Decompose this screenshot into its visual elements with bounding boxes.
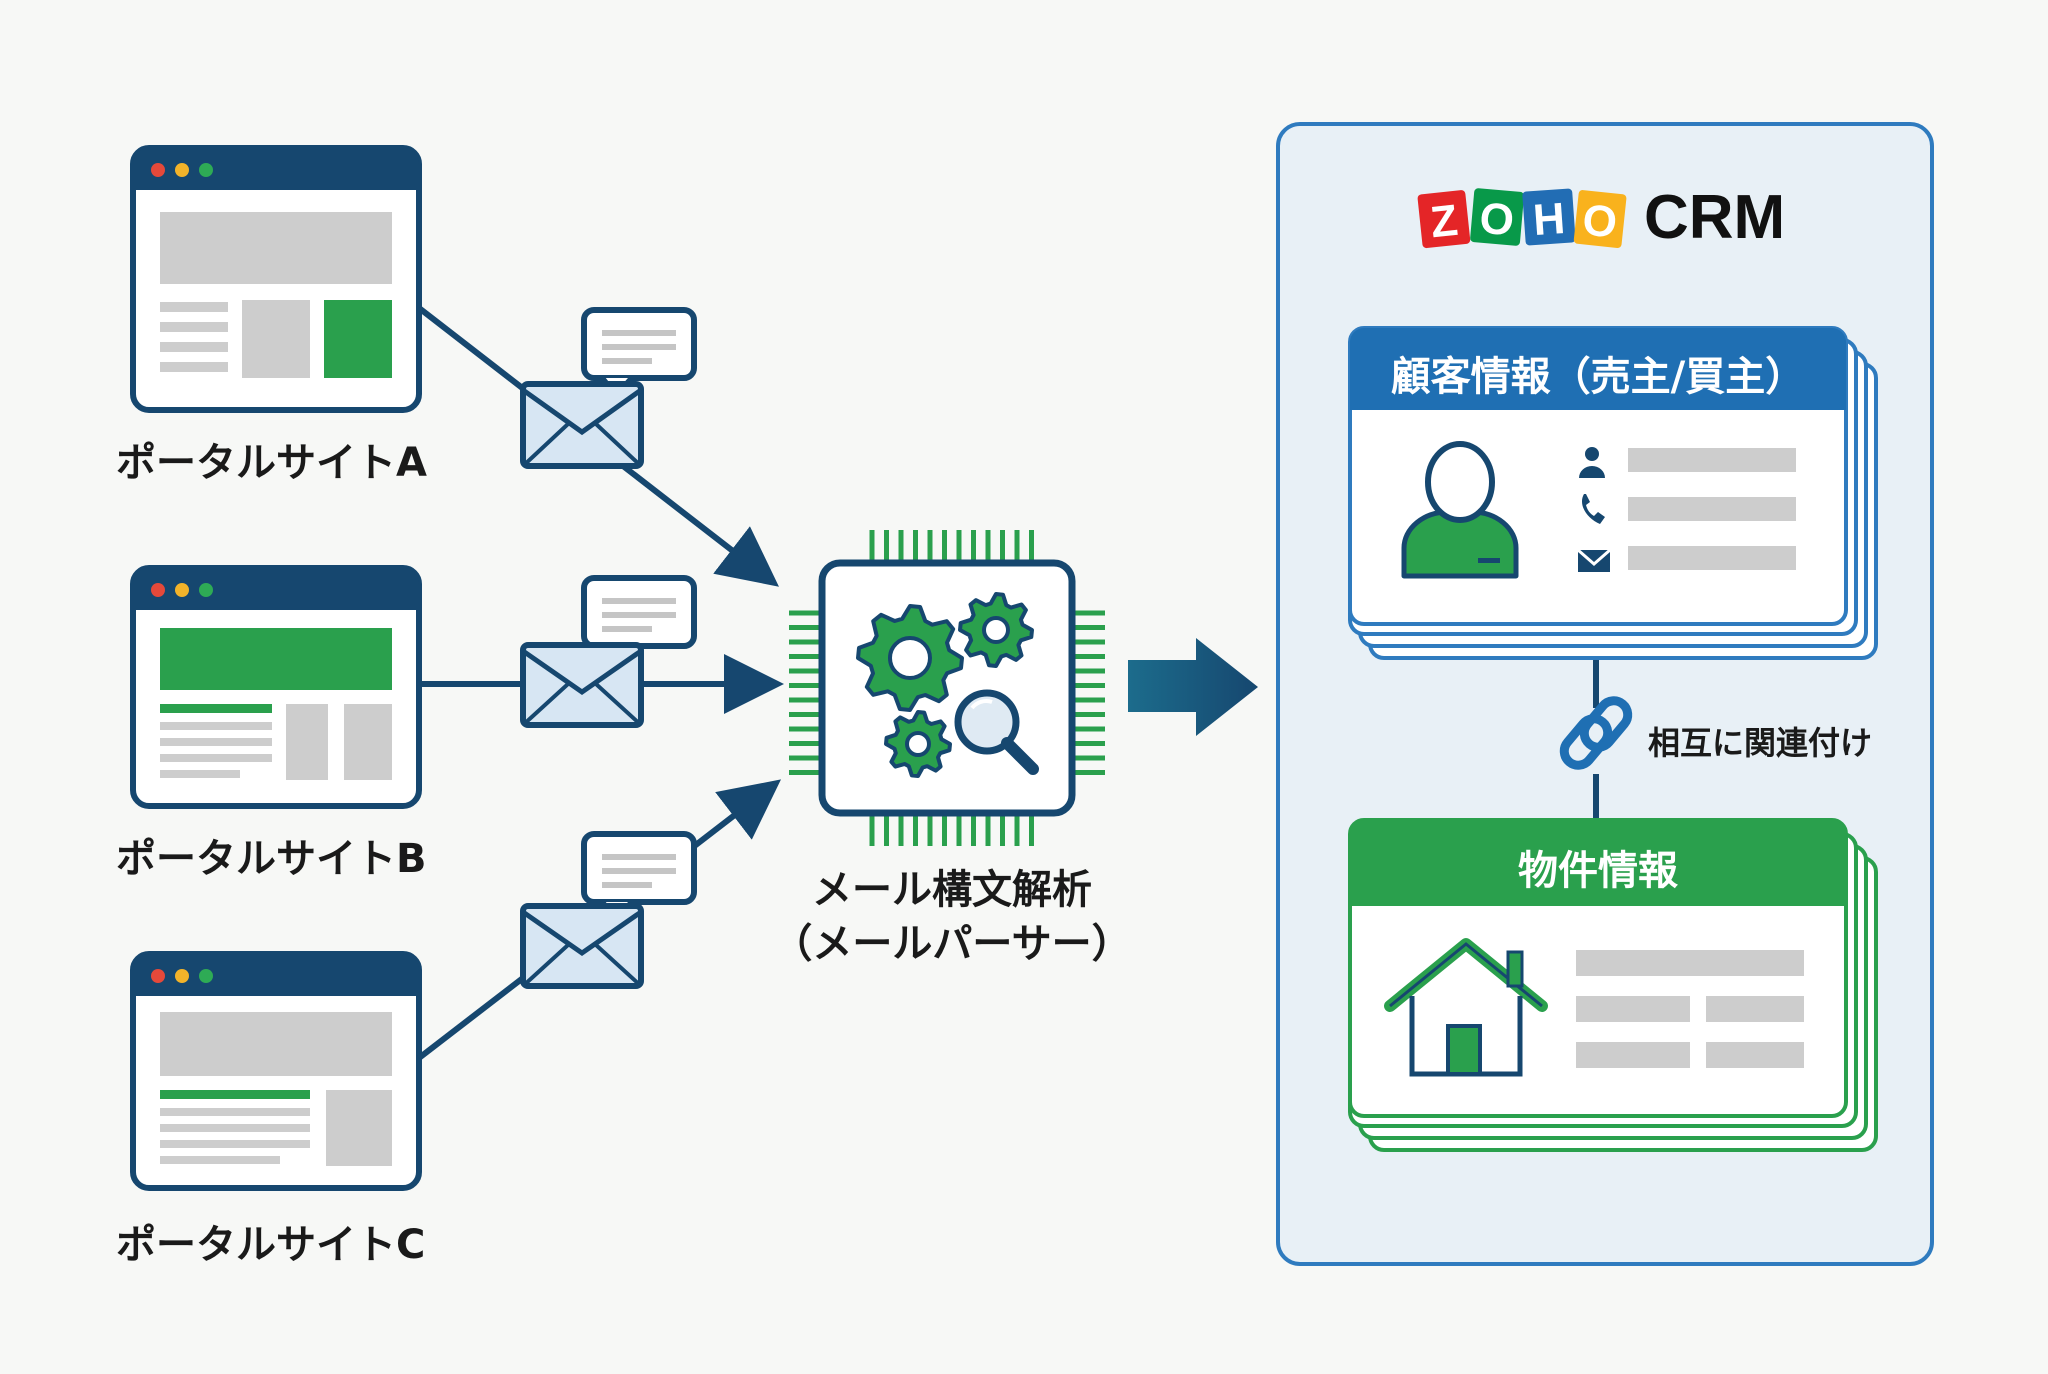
gear-icon <box>856 592 1034 778</box>
portal-site-a-window <box>130 145 422 413</box>
mail-icon-a <box>520 307 697 469</box>
zoho-letter-z: Z <box>1428 196 1460 248</box>
portal-site-c-label: ポータルサイトC <box>116 1222 426 1268</box>
customer-field-placeholders <box>1628 448 1796 570</box>
parser-title: メール構文解析 <box>812 867 1092 913</box>
portal-site-a-label: ポータルサイトA <box>116 440 427 486</box>
flow-arrow-to-crm <box>1128 638 1258 736</box>
person-icon <box>1579 447 1605 478</box>
magnifier-icon <box>954 689 1039 775</box>
zoho-logo: Z O H O <box>1417 188 1627 249</box>
house-icon <box>1384 938 1548 1077</box>
property-field-placeholders <box>1576 950 1804 1068</box>
parser-subtitle: （メールパーサー） <box>772 921 1132 967</box>
portal-site-b-window <box>130 565 422 809</box>
mail-icon-c <box>520 831 697 989</box>
zoho-letter-o2: O <box>1580 195 1619 247</box>
portal-site-c-window <box>130 951 422 1191</box>
customer-card-title: 顧客情報（売主/買主） <box>1390 354 1806 400</box>
property-card-title: 物件情報 <box>1518 848 1678 894</box>
zoho-letter-h: H <box>1532 194 1567 245</box>
person-avatar-icon <box>1401 441 1519 579</box>
phone-icon <box>1581 494 1605 524</box>
portal-site-b-label: ポータルサイトB <box>116 836 427 882</box>
mail-icon <box>1577 548 1611 572</box>
crm-product-name: CRM <box>1644 183 1786 252</box>
zoho-letter-o1: O <box>1478 194 1516 246</box>
link-chain-icon <box>1559 696 1633 770</box>
mail-icon-b <box>520 575 697 728</box>
link-label: 相互に関連付け <box>1648 724 1873 762</box>
